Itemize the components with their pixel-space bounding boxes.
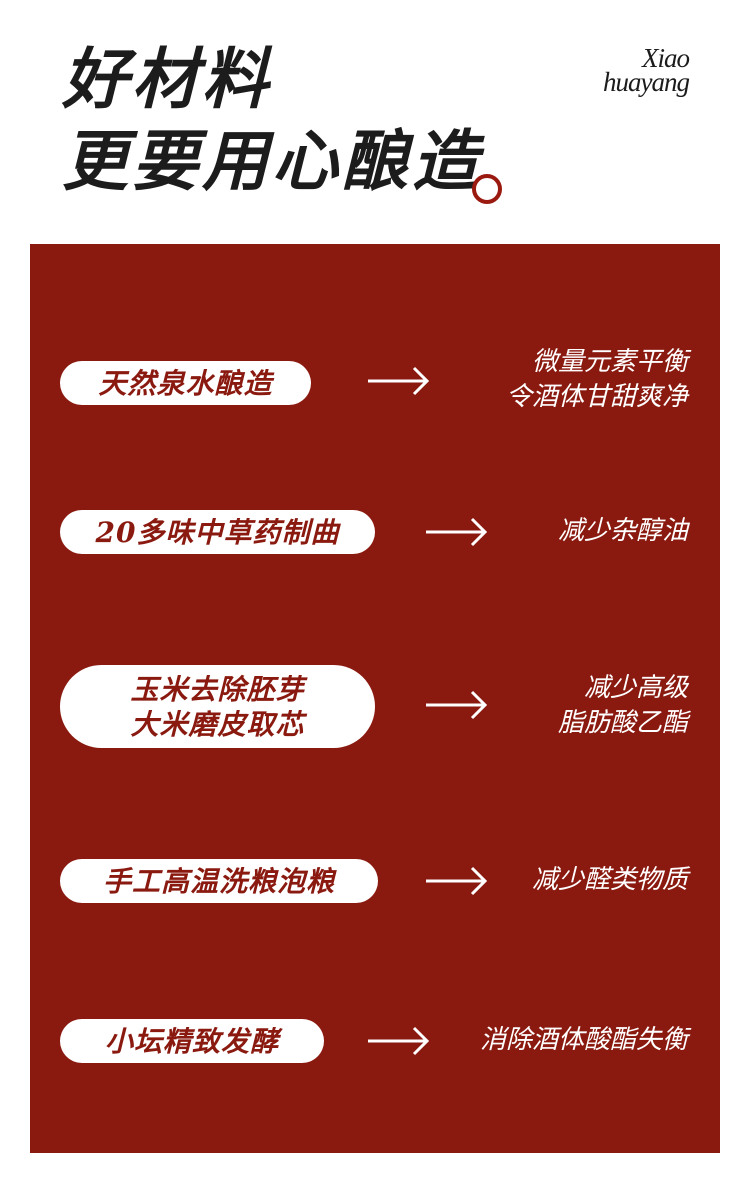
logo-line-2: huayang [603,67,690,97]
process-pill: 玉米去除胚芽大米磨皮取芯 [60,665,375,748]
process-pill: 手工高温洗粮泡粮 [60,859,378,903]
arrow-right-icon [368,1026,430,1056]
result-text: 减少高级脂肪酸乙酯 [557,673,688,738]
process-text: 小坛精致发酵 [104,1024,279,1058]
logo-line-1: Xiao [642,43,690,73]
process-text: 玉米去除胚芽 [130,672,305,706]
arrow-right-icon [426,690,488,720]
title-line-1: 好材料 [62,40,272,118]
arrow-right-icon [368,366,430,396]
process-pill: 20多味中草药制曲 [60,510,375,554]
result-text: 减少杂醇油 [557,516,688,546]
process-pill: 天然泉水酿造 [60,361,311,405]
arrow-right-icon [426,866,488,896]
process-pill: 小坛精致发酵 [60,1019,324,1063]
brand-logo: Xiao huayang [603,43,690,97]
process-text: 20多味中草药制曲 [95,515,340,549]
process-text: 大米磨皮取芯 [130,707,305,741]
arrow-right-icon [426,517,488,547]
title-line-2: 更要用心酿造 [62,122,482,200]
process-text: 手工高温洗粮泡粮 [102,864,335,898]
result-text: 消除酒体酸酯失衡 [479,1025,688,1055]
result-text: 微量元素平衡令酒体甘甜爽净 [505,347,688,412]
process-text: 天然泉水酿造 [98,366,273,400]
circle-accent-icon [472,174,502,204]
result-text: 减少醛类物质 [531,865,688,895]
